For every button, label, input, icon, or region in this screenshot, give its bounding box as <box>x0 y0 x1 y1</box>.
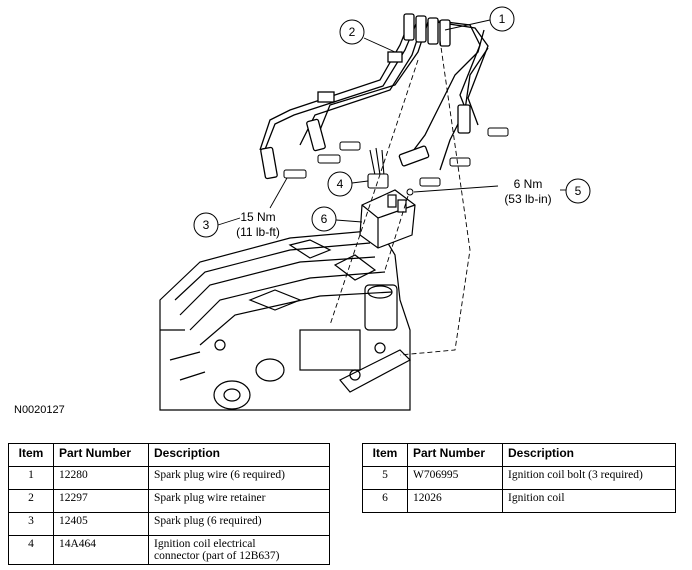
ignition-coil <box>359 189 416 249</box>
cell-description: Ignition coil electrical connector (part… <box>148 535 330 565</box>
callout-2-number: 2 <box>349 25 356 39</box>
cell-part-number: 12297 <box>53 489 149 513</box>
callout-3-torque-imperial: (11 lb-ft) <box>236 225 280 239</box>
table-row: 3 12405 Spark plug (6 required) <box>8 512 330 536</box>
callout-5: 5 6 Nm (53 lb-in) <box>413 177 591 206</box>
cell-item: 3 <box>8 512 54 536</box>
cell-part-number: 12026 <box>407 489 503 513</box>
table-row: 5 W706995 Ignition coil bolt (3 required… <box>362 466 676 490</box>
cell-description: Spark plug wire (6 required) <box>148 466 330 490</box>
header-description: Description <box>148 443 330 467</box>
callout-1-number: 1 <box>499 12 506 26</box>
ignition-coil-connector <box>367 147 389 189</box>
cell-item: 4 <box>8 535 54 565</box>
cell-description: Ignition coil <box>502 489 676 513</box>
cell-item: 1 <box>8 466 54 490</box>
callout-3-number: 3 <box>203 218 210 232</box>
callout-3-torque-nm: 15 Nm <box>240 210 275 224</box>
ignition-system-diagram: 1 2 3 15 Nm (11 lb-ft) 4 5 6 Nm (53 lb-i… <box>159 6 591 411</box>
header-item: Item <box>8 443 54 467</box>
spark-plugs <box>283 127 509 187</box>
callout-6: 6 <box>311 206 363 232</box>
table-row: 2 12297 Spark plug wire retainer <box>8 489 330 513</box>
cell-part-number: 14A464 <box>53 535 149 565</box>
table-header-row: Item Part Number Description <box>362 443 676 467</box>
cell-description: Spark plug (6 required) <box>148 512 330 536</box>
table-row: 1 12280 Spark plug wire (6 required) <box>8 466 330 490</box>
header-description: Description <box>502 443 676 467</box>
figure-id: N0020127 <box>14 404 65 416</box>
table-header-row: Item Part Number Description <box>8 443 330 467</box>
engine-illustration <box>159 229 411 411</box>
cell-description-line-1: Ignition coil electrical <box>154 538 256 550</box>
dashed-leader-lines <box>329 39 471 356</box>
header-part-number: Part Number <box>407 443 503 467</box>
header-part-number: Part Number <box>53 443 149 467</box>
callout-4: 4 <box>327 171 369 197</box>
callout-4-number: 4 <box>337 177 344 191</box>
cell-part-number: 12280 <box>53 466 149 490</box>
ignition-coil-bolt <box>406 188 414 196</box>
callout-5-torque-nm: 6 Nm <box>514 177 543 191</box>
callout-3: 3 15 Nm (11 lb-ft) <box>193 177 288 239</box>
callout-1: 1 <box>444 6 515 32</box>
table-row: 4 14A464 Ignition coil electrical connec… <box>8 535 330 565</box>
cell-part-number: W706995 <box>407 466 503 490</box>
spark-plug-wire-bundle <box>259 13 489 180</box>
cell-description-line-2: connector (part of 12B637) <box>154 550 280 562</box>
cell-item: 6 <box>362 489 408 513</box>
cell-description: Ignition coil bolt (3 required) <box>502 466 676 490</box>
header-item: Item <box>362 443 408 467</box>
cell-item: 2 <box>8 489 54 513</box>
table-row: 6 12026 Ignition coil <box>362 489 676 513</box>
callout-6-number: 6 <box>321 212 328 226</box>
cell-part-number: 12405 <box>53 512 149 536</box>
callout-2: 2 <box>339 19 396 53</box>
callout-5-number: 5 <box>575 184 582 198</box>
parts-table-left: Item Part Number Description 1 12280 Spa… <box>8 443 330 565</box>
parts-table-right: Item Part Number Description 5 W706995 I… <box>362 443 676 513</box>
cell-description: Spark plug wire retainer <box>148 489 330 513</box>
cell-item: 5 <box>362 466 408 490</box>
callout-5-torque-imperial: (53 lb-in) <box>504 192 551 206</box>
